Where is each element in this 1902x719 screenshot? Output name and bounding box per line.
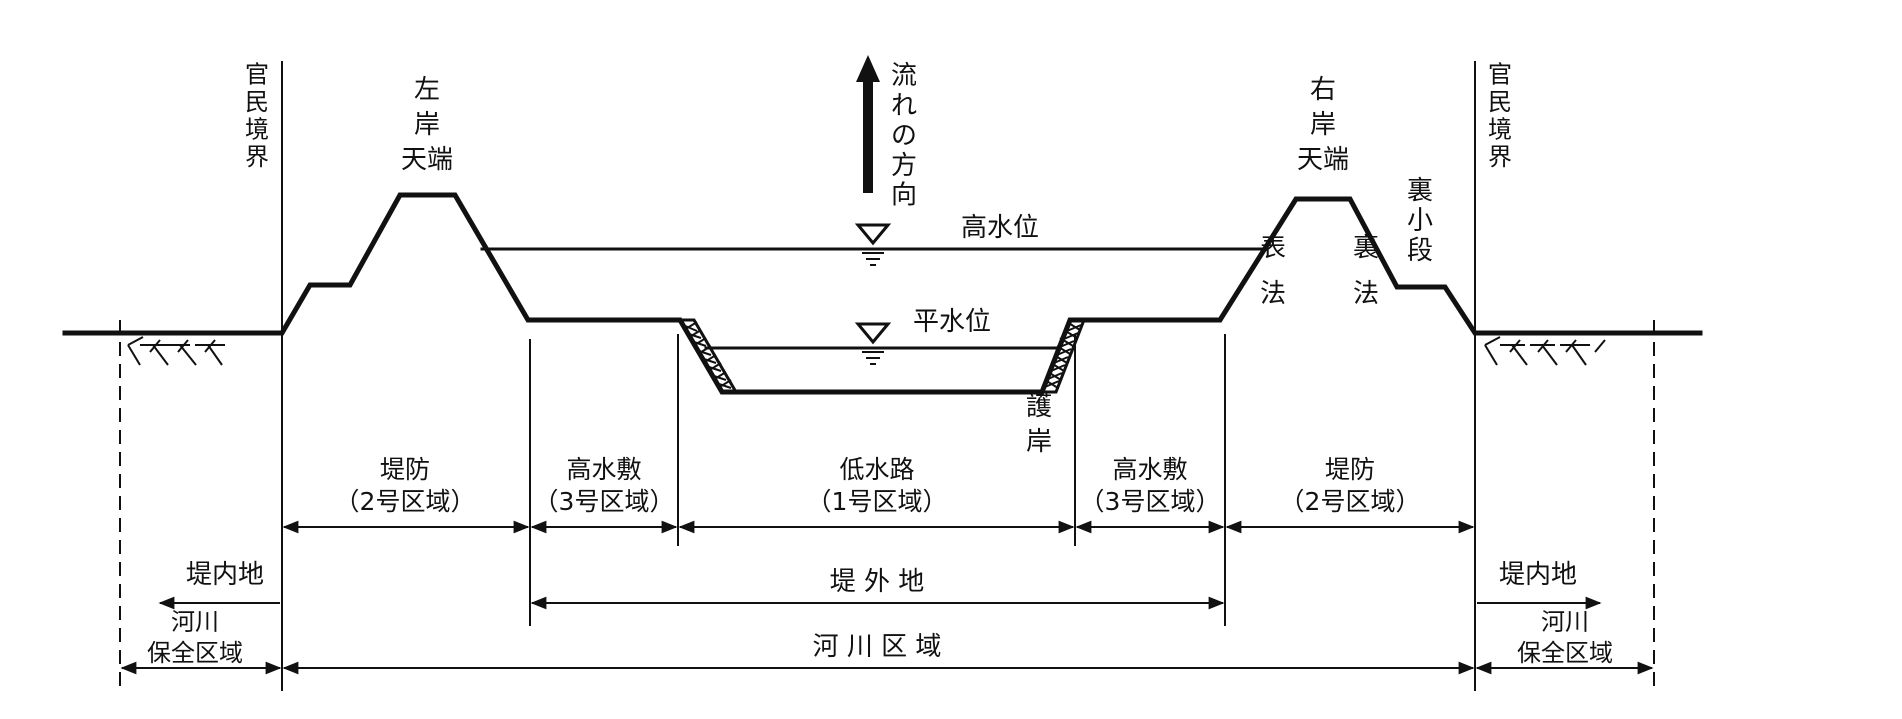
- revetment-label: 護岸: [1026, 392, 1052, 457]
- label-line: 岸: [414, 110, 440, 140]
- char: 流: [891, 61, 917, 91]
- zone-levee-right-label: 堤防 （2号区域）: [1280, 455, 1421, 516]
- label-line: （2号区域）: [1280, 487, 1421, 516]
- label-line: 河川: [171, 608, 219, 636]
- label-line: 保全区域: [1517, 639, 1613, 667]
- char: 境: [245, 116, 269, 144]
- label-line: （3号区域）: [1080, 487, 1221, 516]
- inland-right-label: 堤内地: [1499, 560, 1577, 590]
- zone-low-water-channel-label: 低水路 （1号区域）: [807, 455, 948, 516]
- label-line: 保全区域: [147, 639, 243, 667]
- front-slope-label: 表法: [1260, 233, 1286, 309]
- char: 界: [245, 143, 269, 171]
- zone-high-flood-channel-left-label: 高水敷 （3号区域）: [534, 455, 675, 516]
- label-line: 裏: [1353, 233, 1379, 263]
- high-water-level-label: 高水位: [961, 213, 1039, 243]
- back-berm-label: 裏小段: [1407, 176, 1433, 266]
- char: 民: [245, 88, 269, 116]
- label-line: 法: [1353, 279, 1379, 309]
- label-line: 河川: [1541, 608, 1589, 636]
- char: 官: [1488, 60, 1512, 88]
- conservation-left-label: 河川保全区域: [147, 608, 243, 667]
- ground-hatch-left: [127, 336, 225, 366]
- revetment-right: [1039, 318, 1087, 394]
- char: 境: [1488, 116, 1512, 144]
- boundary-label-left: 官民境界: [245, 60, 269, 171]
- label-line: （3号区域）: [534, 487, 675, 516]
- label-line: 堤防: [1325, 455, 1375, 484]
- char: 民: [1488, 88, 1512, 116]
- label-line: 高水敷: [566, 455, 641, 484]
- conservation-right-label: 河川保全区域: [1517, 608, 1613, 667]
- label-line: 高水敷: [1112, 455, 1187, 484]
- right-bank-crown-label: 右岸天端: [1297, 75, 1349, 175]
- label-line: 天端: [401, 145, 453, 175]
- label-line: 堤防: [380, 455, 430, 484]
- zone-levee-left-label: 堤防 （2号区域）: [335, 455, 476, 516]
- char: 界: [1488, 143, 1512, 171]
- label-line: （2号区域）: [335, 487, 476, 516]
- normal-water-level-label: 平水位: [913, 307, 991, 337]
- normal-water-level-symbol: [854, 322, 892, 365]
- char: の: [891, 121, 917, 151]
- flow-direction-label: 流れの方向: [891, 61, 917, 211]
- char: 方: [891, 151, 917, 181]
- back-slope-label: 裏法: [1353, 233, 1379, 309]
- char: 官: [245, 60, 269, 88]
- label-line: 右: [1310, 75, 1336, 105]
- label-line: 岸: [1026, 427, 1052, 457]
- label-line: 表: [1260, 233, 1286, 263]
- char: 小: [1407, 206, 1433, 236]
- river-area-label: 河 川 区 域: [813, 632, 942, 662]
- flow-direction-arrow-icon: [856, 55, 880, 193]
- label-line: 低水路: [839, 455, 914, 484]
- label-line: 天端: [1297, 145, 1349, 175]
- ground-hatch-right: [1484, 336, 1606, 366]
- revetment-left: [677, 318, 739, 394]
- left-bank-crown-label: 左岸天端: [401, 75, 453, 175]
- label-line: 左: [414, 75, 440, 105]
- char: 裏: [1407, 176, 1433, 206]
- zone-high-flood-channel-right-label: 高水敷 （3号区域）: [1080, 455, 1221, 516]
- label-line: 護: [1026, 392, 1052, 422]
- label-line: 岸: [1310, 110, 1336, 140]
- label-line: （1号区域）: [807, 487, 948, 516]
- high-water-level-symbol: [854, 223, 892, 266]
- boundary-label-right: 官民境界: [1488, 60, 1512, 171]
- riverside-label: 堤 外 地: [830, 567, 925, 597]
- inland-left-label: 堤内地: [186, 560, 264, 590]
- ground-profile: [62, 192, 1703, 395]
- char: 段: [1407, 236, 1433, 266]
- char: れ: [891, 91, 917, 121]
- label-line: 法: [1260, 279, 1286, 309]
- char: 向: [891, 181, 917, 211]
